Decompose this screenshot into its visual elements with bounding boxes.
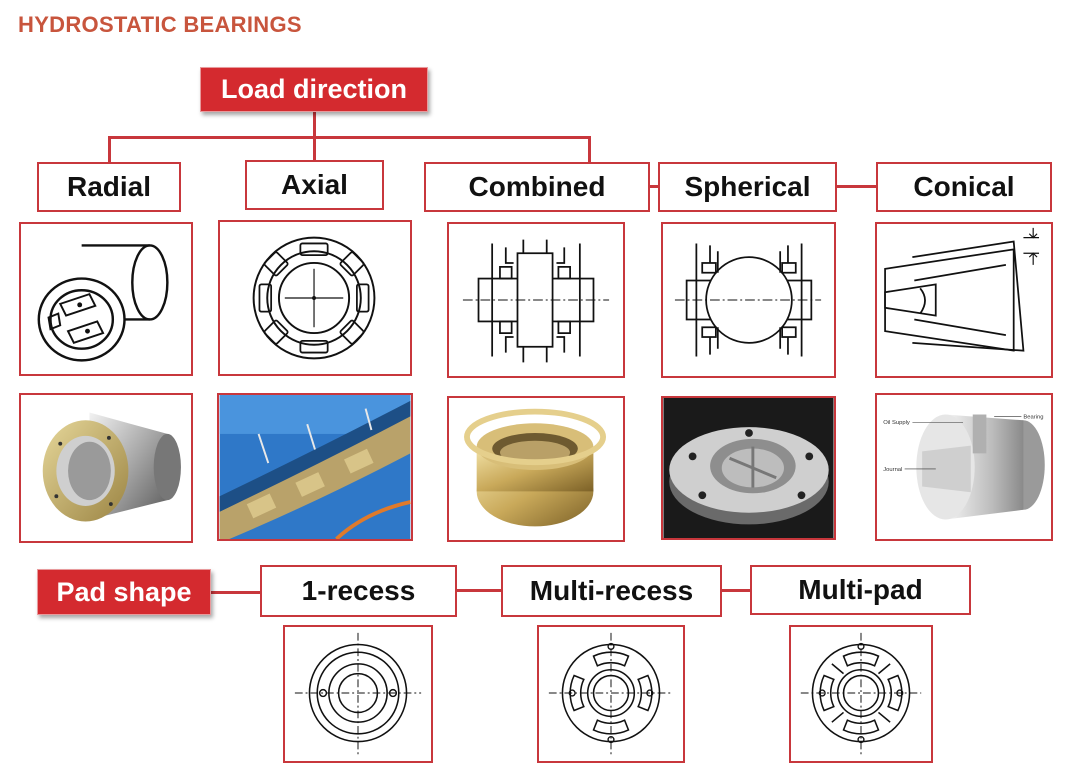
- category-multi-pad: Multi-pad: [750, 565, 971, 615]
- category-spherical: Spherical: [658, 162, 837, 212]
- connector-line: [210, 591, 262, 594]
- pad-shape-label: Pad shape: [37, 569, 211, 615]
- journal-annotation: Journal: [883, 467, 902, 473]
- axial-bearing-photo: [217, 393, 413, 541]
- bearing-annotation: Bearing: [1023, 414, 1043, 420]
- category-conical: Conical: [876, 162, 1052, 212]
- connector-line: [108, 136, 111, 164]
- connector-line: [313, 112, 316, 138]
- load-direction-label: Load direction: [200, 67, 428, 112]
- multi-recess-diagram: [537, 625, 685, 763]
- connector-line: [836, 185, 878, 188]
- oil-supply-annotation: Oil Supply: [883, 420, 910, 426]
- connector-line: [721, 589, 751, 592]
- spherical-bearing-photo: [661, 396, 836, 540]
- 1-recess-diagram: [283, 625, 433, 763]
- category-1-recess: 1-recess: [260, 565, 457, 617]
- category-axial: Axial: [245, 160, 384, 210]
- category-radial: Radial: [37, 162, 181, 212]
- connector-line: [650, 185, 660, 188]
- spherical-diagram: [661, 222, 836, 378]
- radial-bearing-photo: [19, 393, 193, 543]
- combined-diagram: [447, 222, 625, 378]
- multi-pad-diagram: [789, 625, 933, 763]
- conical-diagram: [875, 222, 1053, 378]
- connector-line: [108, 136, 590, 139]
- connector-line: [456, 589, 502, 592]
- connector-line: [313, 136, 316, 164]
- category-combined: Combined: [424, 162, 650, 212]
- radial-diagram: [19, 222, 193, 376]
- combined-bearing-photo: [447, 396, 625, 542]
- conical-bearing-photo: Oil Supply Bearing Journal: [875, 393, 1053, 541]
- category-multi-recess: Multi-recess: [501, 565, 722, 617]
- page-title: HYDROSTATIC BEARINGS: [18, 12, 302, 37]
- connector-line: [588, 136, 591, 164]
- axial-diagram: [218, 220, 412, 376]
